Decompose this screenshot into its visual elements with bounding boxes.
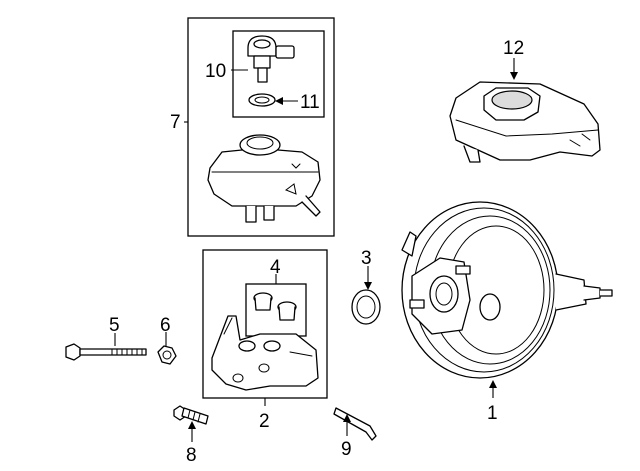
stud-bolt-part[interactable]: [173, 405, 209, 425]
level-sensor-part[interactable]: [247, 35, 295, 83]
arrow-11: [275, 97, 283, 105]
callout-6: 6: [160, 315, 171, 336]
vacuum-hose-part[interactable]: [333, 407, 377, 441]
callout-8: 8: [186, 445, 197, 466]
master-cylinder-group: [202, 249, 328, 406]
callout-10: 10: [205, 61, 226, 82]
brake-fluid-reservoir-part[interactable]: [207, 134, 321, 223]
nut-part[interactable]: [157, 345, 177, 365]
sensor-sub-box: [232, 30, 325, 118]
arrow-8: [188, 421, 196, 429]
grommet-part[interactable]: [253, 292, 297, 321]
callout-9: 9: [341, 439, 352, 460]
callout-4: 4: [270, 257, 281, 278]
callout-11: 11: [300, 92, 320, 113]
callout-12: 12: [503, 38, 524, 59]
seal-ring-part[interactable]: [351, 289, 381, 325]
reservoir-assembly-group: [184, 17, 335, 237]
reservoir-group-box: [187, 17, 335, 237]
o-ring-part[interactable]: [248, 93, 276, 107]
arrow-1: [489, 380, 497, 388]
arrow-12: [510, 72, 518, 80]
master-cylinder-part[interactable]: [211, 315, 319, 391]
callout-2: 2: [259, 411, 270, 432]
callout-5: 5: [109, 315, 120, 336]
arrow-3: [364, 282, 372, 290]
arrow-9: [343, 414, 351, 422]
callout-1: 1: [487, 403, 498, 424]
brake-booster-part[interactable]: [401, 201, 613, 379]
callout-7: 7: [170, 112, 181, 133]
booster-cover-part[interactable]: [449, 81, 601, 163]
grommet-sub-box: [245, 283, 307, 337]
callout-3: 3: [361, 248, 372, 269]
long-bolt-part[interactable]: [65, 343, 147, 361]
